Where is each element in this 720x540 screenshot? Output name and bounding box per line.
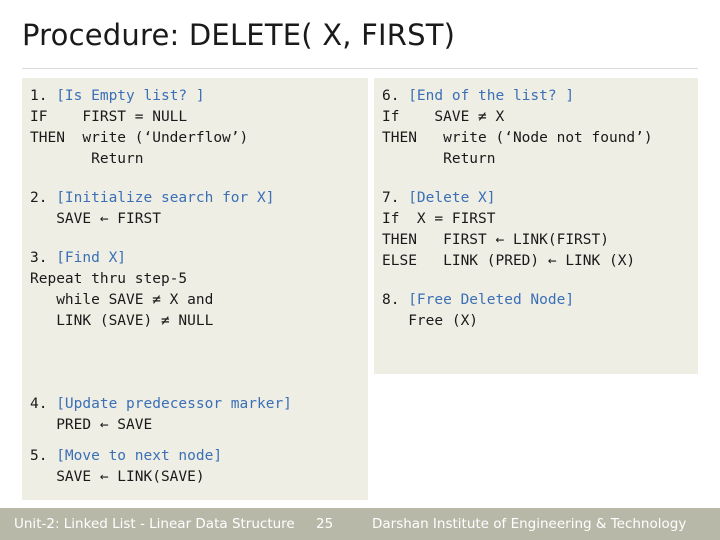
code-line: THEN write (‘Node not found’)	[382, 128, 698, 149]
step-comment: [Find X]	[56, 250, 127, 266]
code-line: 8. [Free Deleted Node]	[382, 290, 698, 311]
step-comment: [End of the list? ]	[408, 88, 575, 104]
step-comment: [Update predecessor marker]	[56, 396, 292, 412]
code-line: THEN FIRST ← LINK(FIRST)	[382, 230, 698, 251]
step-number: 8.	[382, 292, 409, 308]
code-line: 1. [Is Empty list? ]	[30, 86, 368, 107]
code-text: If X = FIRST	[382, 211, 496, 227]
footer-institute-label: Darshan Institute of Engineering & Techn…	[372, 516, 687, 532]
code-text: If SAVE ≠ X	[382, 109, 505, 125]
code-line: Repeat thru step-5	[30, 269, 368, 290]
code-block: 8. [Free Deleted Node] Free (X)	[382, 290, 698, 332]
code-line: 5. [Move to next node]	[30, 446, 368, 467]
code-line: 2. [Initialize search for X]	[30, 188, 368, 209]
block-spacer	[382, 170, 698, 188]
code-line: If X = FIRST	[382, 209, 698, 230]
code-block: 5. [Move to next node] SAVE ← LINK(SAVE)	[30, 446, 368, 488]
block-spacer	[30, 170, 368, 188]
step-number: 1.	[30, 88, 57, 104]
footer-bar	[0, 508, 720, 540]
code-line: 4. [Update predecessor marker]	[30, 394, 368, 415]
code-block: 7. [Delete X] If X = FIRST THEN FIRST ← LI…	[382, 188, 698, 272]
code-text: PRED ← SAVE	[30, 417, 153, 433]
code-line: Return	[30, 149, 368, 170]
block-spacer	[30, 436, 368, 446]
step-comment: [Delete X]	[408, 190, 496, 206]
code-line: 3. [Find X]	[30, 248, 368, 269]
code-panel-left-bottom: 4. [Update predecessor marker] PRED ← SA…	[22, 390, 368, 500]
title-divider	[22, 68, 698, 69]
code-text: Free (X)	[382, 313, 479, 329]
code-text: SAVE ← LINK(SAVE)	[30, 469, 205, 485]
code-text: SAVE ← FIRST	[30, 211, 161, 227]
code-line: Return	[382, 149, 698, 170]
step-number: 7.	[382, 190, 409, 206]
code-line: 7. [Delete X]	[382, 188, 698, 209]
code-text: Return	[382, 151, 496, 167]
step-comment: [Move to next node]	[56, 448, 223, 464]
code-line: SAVE ← LINK(SAVE)	[30, 467, 368, 488]
code-line: Free (X)	[382, 311, 698, 332]
code-panel-left-top: 1. [Is Empty list? ] IF FIRST = NULL THEN …	[22, 78, 368, 390]
code-text: Return	[30, 151, 144, 167]
code-line: PRED ← SAVE	[30, 415, 368, 436]
code-text: while SAVE ≠ X and	[30, 292, 214, 308]
code-line: LINK (SAVE) ≠ NULL	[30, 311, 368, 332]
code-line: 6. [End of the list? ]	[382, 86, 698, 107]
block-spacer	[30, 230, 368, 248]
code-line: If SAVE ≠ X	[382, 107, 698, 128]
block-spacer	[382, 272, 698, 290]
code-text: Repeat thru step-5	[30, 271, 188, 287]
code-text: ELSE LINK (PRED) ← LINK (X)	[382, 253, 636, 269]
code-block: 4. [Update predecessor marker] PRED ← SA…	[30, 394, 368, 436]
code-block: 1. [Is Empty list? ] IF FIRST = NULL THEN …	[30, 86, 368, 170]
step-number: 2.	[30, 190, 57, 206]
step-comment: [Is Empty list? ]	[56, 88, 205, 104]
code-line: SAVE ← FIRST	[30, 209, 368, 230]
step-number: 5.	[30, 448, 57, 464]
step-number: 6.	[382, 88, 409, 104]
code-text: THEN write (‘Underflow’)	[30, 130, 249, 146]
code-text: LINK (SAVE) ≠ NULL	[30, 313, 214, 329]
code-block: 3. [Find X] Repeat thru step-5 while SAVE…	[30, 248, 368, 332]
page-title: Procedure: DELETE( X, FIRST)	[22, 18, 456, 52]
step-number: 4.	[30, 396, 57, 412]
code-line: while SAVE ≠ X and	[30, 290, 368, 311]
code-line: IF FIRST = NULL	[30, 107, 368, 128]
code-text: IF FIRST = NULL	[30, 109, 188, 125]
code-line: ELSE LINK (PRED) ← LINK (X)	[382, 251, 698, 272]
step-number: 3.	[30, 250, 57, 266]
code-panel-right: 6. [End of the list? ] If SAVE ≠ X THEN wr…	[374, 78, 698, 374]
step-comment: [Initialize search for X]	[56, 190, 275, 206]
code-text: THEN FIRST ← LINK(FIRST)	[382, 232, 609, 248]
step-comment: [Free Deleted Node]	[408, 292, 575, 308]
code-block: 6. [End of the list? ] If SAVE ≠ X THEN wr…	[382, 86, 698, 170]
footer-unit-label: Unit-2: Linked List - Linear Data Struct…	[14, 516, 295, 532]
code-block: 2. [Initialize search for X] SAVE ← FIRS…	[30, 188, 368, 230]
code-text: THEN write (‘Node not found’)	[382, 130, 653, 146]
footer-page-number: 25	[316, 516, 334, 532]
code-line: THEN write (‘Underflow’)	[30, 128, 368, 149]
